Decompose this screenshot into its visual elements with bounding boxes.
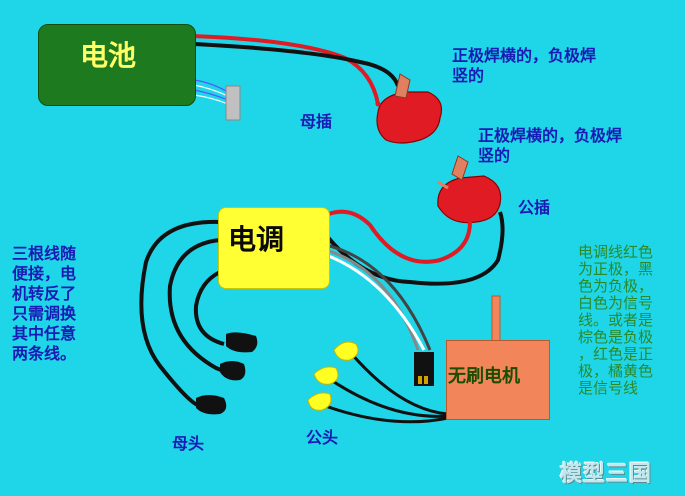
male-head-label: 公头 bbox=[306, 428, 339, 447]
female-bullets bbox=[196, 332, 258, 415]
male-plug bbox=[437, 155, 502, 224]
signal-cable bbox=[325, 243, 432, 351]
esc-black-wire bbox=[320, 211, 505, 286]
male-plug-label: 公插 bbox=[518, 198, 551, 217]
battery-label: 电池 bbox=[80, 39, 137, 72]
watermark: 模型三国 bbox=[560, 462, 653, 487]
signal-wire-note: 电调线红色 为正极，黑 色为负极， 白色为信号 线。或者是 棕色是负极 ，红色是… bbox=[578, 243, 654, 397]
battery-black-wire bbox=[193, 42, 400, 87]
three-wires-note: 三根线随 便接，电 机转反了 只需调换 其中任意 两条线。 bbox=[12, 244, 77, 363]
balance-lead bbox=[193, 79, 229, 105]
motor-label: 无刷电机 bbox=[448, 366, 520, 387]
esc-red-wire bbox=[325, 209, 472, 264]
esc bbox=[218, 207, 330, 289]
balance-plug bbox=[225, 85, 241, 121]
battery-red-wire bbox=[191, 34, 380, 105]
female-plug bbox=[375, 73, 443, 144]
esc-label: 电调 bbox=[228, 223, 285, 256]
female-head-label: 母头 bbox=[172, 434, 205, 453]
solder-note-top: 正极焊横的，负极焊 竖的 bbox=[452, 46, 597, 85]
female-plug-label: 母插 bbox=[300, 112, 333, 131]
male-bullets bbox=[307, 341, 359, 411]
battery bbox=[38, 24, 196, 106]
brushless-motor bbox=[446, 340, 550, 420]
motor-wires bbox=[319, 351, 449, 424]
motor-shaft bbox=[491, 295, 501, 343]
solder-note-middle: 正极焊横的，负极焊 竖的 bbox=[478, 126, 623, 165]
